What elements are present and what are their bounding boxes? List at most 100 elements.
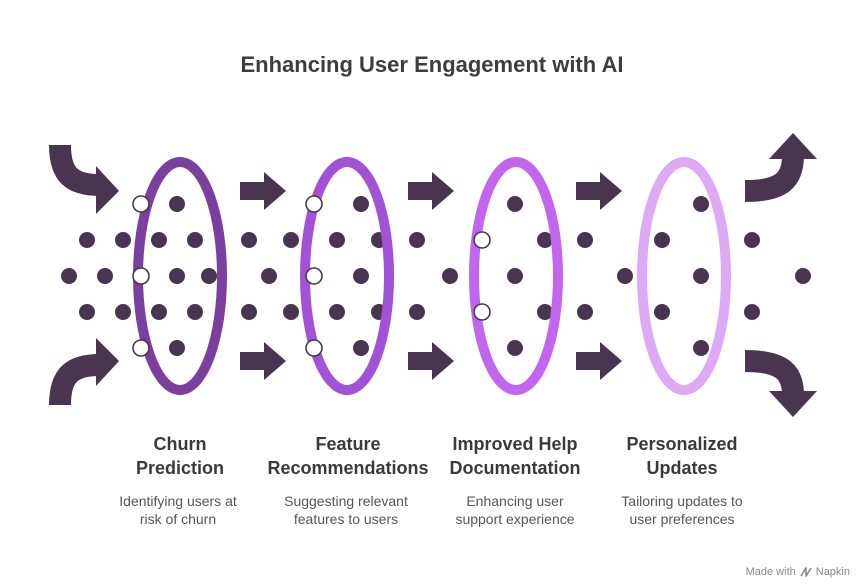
- particle-dot: [507, 340, 523, 356]
- arrow-right-icon: [240, 172, 286, 210]
- stage-4-desc-line2: user preferences: [629, 511, 735, 527]
- stage-1-title-line1: Churn: [153, 434, 207, 454]
- diagram-title: Enhancing User Engagement with AI: [240, 52, 624, 77]
- stage-2-desc-line1: Suggesting relevant: [284, 493, 408, 509]
- stage-4-title: Personalized Updates: [582, 432, 782, 480]
- hollow-dot: [305, 195, 323, 213]
- particle-dot: [115, 232, 131, 248]
- particle-dot: [744, 304, 760, 320]
- stage-3-desc-line2: support experience: [455, 511, 575, 527]
- particle-dot: [617, 268, 633, 284]
- stage-3-ring: [469, 157, 563, 395]
- particle-dot: [353, 196, 369, 212]
- particle-dot: [169, 340, 185, 356]
- particle-dot: [693, 340, 709, 356]
- arrow-right-icon: [240, 342, 286, 380]
- particle-dot: [537, 232, 553, 248]
- hollow-dot: [305, 267, 323, 285]
- hollow-dot: [473, 303, 491, 321]
- particle-dot: [654, 232, 670, 248]
- stage-1-title-line2: Prediction: [135, 458, 224, 478]
- particle-dot: [353, 268, 369, 284]
- particle-dot: [79, 304, 95, 320]
- hollow-dot: [132, 339, 150, 357]
- curved-arrow-out-top-icon: [744, 154, 804, 202]
- arrow-right-icon: [408, 172, 454, 210]
- particle-dot: [507, 268, 523, 284]
- particle-dot: [409, 232, 425, 248]
- arrow-right-icon: [408, 342, 454, 380]
- stage-3-title-line2: Documentation: [449, 458, 581, 478]
- hollow-dot: [473, 231, 491, 249]
- stage-4-desc-line1: Tailoring updates to: [621, 493, 743, 509]
- stage-2-description: Suggesting relevant features to users: [246, 492, 446, 528]
- particle-dot: [61, 268, 77, 284]
- curved-arrow-out-bottom-head: [769, 391, 817, 417]
- particle-dot: [329, 304, 345, 320]
- stage-4-title-line2: Updates: [646, 458, 718, 478]
- curved-arrow-in-bottom-icon: [49, 354, 101, 406]
- curved-arrow-out-bottom-icon: [744, 350, 804, 396]
- stage-1-description: Identifying users at risk of churn: [78, 492, 278, 528]
- particle-dot: [353, 340, 369, 356]
- stage-1-desc-line1: Identifying users at: [119, 493, 237, 509]
- hollow-dot: [132, 195, 150, 213]
- flow-arrows: [49, 133, 817, 417]
- stage-2-title-line1: Feature: [315, 434, 381, 454]
- arrow-right-icon: [576, 172, 622, 210]
- particle-dot: [654, 304, 670, 320]
- particle-dot: [537, 304, 553, 320]
- particle-dot: [693, 268, 709, 284]
- stage-1-desc-line2: risk of churn: [139, 511, 217, 527]
- napkin-logo-icon: [800, 567, 812, 577]
- curved-arrow-in-top-head: [96, 166, 119, 214]
- stage-4-title-line1: Personalized: [626, 434, 738, 454]
- particle-dot: [442, 268, 458, 284]
- stage-2-title: Feature Recommendations: [248, 432, 448, 480]
- particle-dot: [79, 232, 95, 248]
- particle-dot: [201, 268, 217, 284]
- particle-dot: [744, 232, 760, 248]
- particle-dot: [151, 304, 167, 320]
- particle-dot: [241, 304, 257, 320]
- particle-dot: [115, 304, 131, 320]
- particle-dot: [187, 232, 203, 248]
- curved-arrow-in-bottom-head: [96, 338, 119, 386]
- stage-3-title: Improved Help Documentation: [415, 432, 615, 480]
- particle-dot: [329, 232, 345, 248]
- curved-arrow-out-top-head: [769, 133, 817, 159]
- particle-dot: [577, 232, 593, 248]
- stage-3-description: Enhancing user support experience: [415, 492, 615, 528]
- particle-dot: [261, 268, 277, 284]
- particle-dot: [151, 232, 167, 248]
- stage-3-title-line1: Improved Help: [452, 434, 578, 454]
- particle-dot: [169, 196, 185, 212]
- particle-dot: [283, 232, 299, 248]
- made-with-label: Made with: [745, 566, 796, 578]
- napkin-brand-label: Napkin: [815, 566, 850, 578]
- particle-dot: [187, 304, 203, 320]
- stage-2-ring: [300, 157, 394, 395]
- curved-arrow-in-top-icon: [49, 144, 101, 196]
- particle-dot: [241, 232, 257, 248]
- stage-3-desc-line1: Enhancing user: [466, 493, 564, 509]
- stage-2-desc-line2: features to users: [293, 511, 399, 527]
- arrow-right-icon: [576, 342, 622, 380]
- made-with-footer[interactable]: Made with Napkin: [746, 566, 850, 578]
- particle-dot: [409, 304, 425, 320]
- particle-dot: [795, 268, 811, 284]
- particle-dot: [507, 196, 523, 212]
- particle-dot: [693, 196, 709, 212]
- hollow-dot: [132, 267, 150, 285]
- particle-dot: [97, 268, 113, 284]
- particle-dot: [169, 268, 185, 284]
- particle-dots: [61, 196, 811, 356]
- stage-4-ring: [637, 157, 731, 395]
- particle-dot: [577, 304, 593, 320]
- stage-1-title: Churn Prediction: [80, 432, 280, 480]
- hollow-dots: [132, 195, 491, 357]
- stage-2-title-line2: Recommendations: [267, 458, 429, 478]
- hollow-dot: [305, 339, 323, 357]
- stage-4-description: Tailoring updates to user preferences: [582, 492, 782, 528]
